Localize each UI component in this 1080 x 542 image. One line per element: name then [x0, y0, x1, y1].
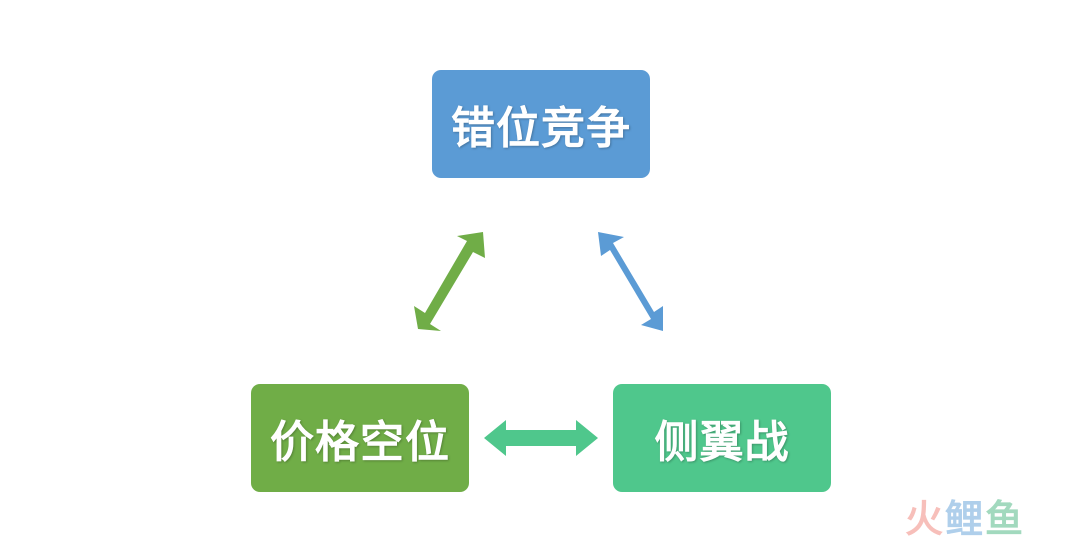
- watermark-char-1: 火: [905, 496, 946, 541]
- arrow-top-right: [598, 232, 663, 331]
- arrow-left-right-shape: [484, 420, 598, 456]
- node-top-label: 错位竞争: [451, 103, 631, 154]
- arrow-top-left: [414, 232, 485, 331]
- node-left-label: 价格空位: [270, 417, 450, 468]
- node-misaligned-competition: 错位竞争: [432, 70, 650, 178]
- watermark-char-3: 鱼: [985, 496, 1026, 541]
- node-flank-attack: 侧翼战: [613, 384, 831, 492]
- arrow-left-right: [484, 420, 598, 456]
- arrow-top-right-shape: [598, 232, 663, 331]
- watermark-logo: 火 鲤 鱼: [905, 492, 1065, 541]
- arrow-top-left-shape: [414, 232, 485, 331]
- node-price-gap: 价格空位: [251, 384, 469, 492]
- watermark-char-2: 鲤: [945, 496, 986, 541]
- node-right-label: 侧翼战: [654, 417, 790, 468]
